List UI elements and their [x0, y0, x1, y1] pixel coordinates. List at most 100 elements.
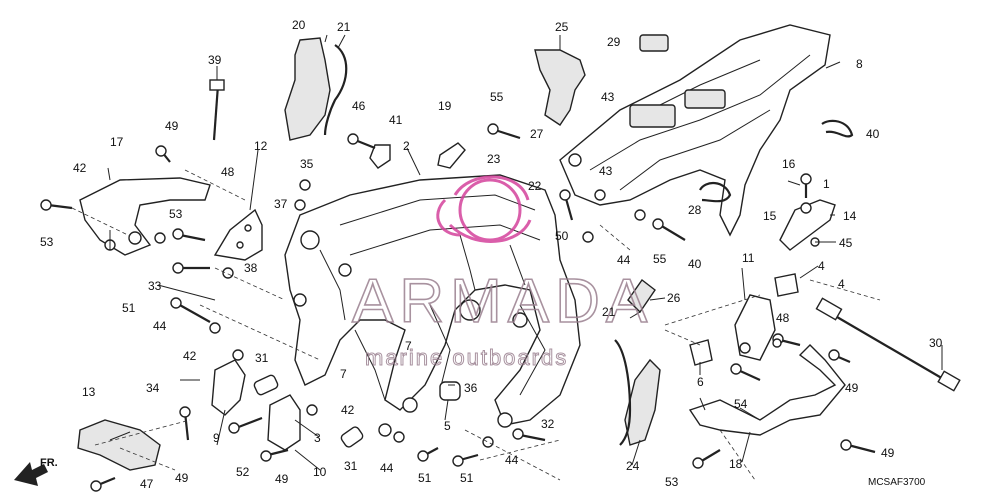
diagram-code: MCSAF3700 [868, 477, 926, 488]
strip-21-lower [614, 339, 632, 446]
spacer-4 [774, 273, 799, 297]
callout-7a: 7 [340, 367, 347, 381]
callout-51a: 51 [122, 301, 136, 315]
callout-11: 11 [742, 251, 755, 265]
callout-24: 24 [626, 459, 640, 473]
callout-8: 8 [856, 57, 863, 71]
callout-55a: 55 [490, 90, 504, 104]
rod-30 [815, 297, 961, 392]
callout-54: 54 [734, 397, 748, 411]
callout-53c: 53 [665, 475, 679, 489]
callout-6: 6 [697, 375, 704, 389]
callout-10: 10 [313, 465, 327, 479]
bracket-12 [213, 208, 263, 261]
part-26 [627, 278, 656, 314]
callout-42c: 42 [341, 403, 355, 417]
watermark: ARMADA marine outboards [351, 175, 653, 371]
callout-4a: 4 [818, 259, 825, 273]
front-direction-arrow [14, 462, 48, 486]
spacer-6 [689, 339, 713, 366]
callout-43b: 43 [599, 164, 613, 178]
callout-32: 32 [541, 417, 555, 431]
bracket-9 [211, 359, 246, 416]
spacer-5 [439, 381, 461, 401]
callout-2: 2 [403, 139, 410, 153]
callout-14: 14 [843, 209, 857, 223]
bushing-31-lower [340, 426, 364, 448]
callout-15: 15 [763, 209, 777, 223]
callout-42b: 42 [183, 349, 197, 363]
callout-18: 18 [729, 457, 743, 471]
main-frame-body [284, 174, 581, 437]
callout-53a: 53 [40, 235, 54, 249]
callout-22: 22 [528, 179, 542, 193]
bracket-19 [437, 142, 466, 169]
clamp-40-mid [699, 182, 732, 203]
callout-labels: 1 2 3 4 4 5 6 7 7 8 9 10 11 12 13 14 15 … [40, 18, 943, 491]
callout-29: 29 [607, 35, 621, 49]
callout-40a: 40 [866, 127, 880, 141]
callout-25: 25 [555, 20, 569, 34]
callout-21a: 21 [337, 20, 351, 34]
callout-53b: 53 [169, 207, 183, 221]
callout-49c: 49 [275, 472, 289, 486]
watermark-tagline: marine outboards [365, 345, 568, 370]
callout-12: 12 [254, 139, 268, 153]
callout-51b: 51 [418, 471, 432, 485]
callout-44a: 44 [153, 319, 167, 333]
callout-35: 35 [300, 157, 314, 171]
callout-52: 52 [236, 465, 250, 479]
callout-44d: 44 [617, 253, 631, 267]
callout-49d: 49 [845, 381, 859, 395]
clip-41 [369, 144, 391, 169]
callout-4b: 4 [838, 277, 845, 291]
callout-26: 26 [667, 291, 681, 305]
callout-49a: 49 [165, 119, 179, 133]
rod-39 [212, 84, 220, 141]
bracket-24 [624, 358, 661, 446]
watermark-brand: ARMADA [352, 267, 653, 336]
callout-46: 46 [352, 99, 366, 113]
callout-9: 9 [213, 431, 220, 445]
callout-48b: 48 [776, 311, 790, 325]
callout-28: 28 [688, 203, 702, 217]
callout-43a: 43 [601, 90, 615, 104]
plate-20 [284, 37, 331, 141]
rod-39-head [209, 79, 225, 91]
left-engine-hanger [79, 177, 211, 256]
callout-36: 36 [464, 381, 478, 395]
callout-23: 23 [487, 152, 501, 166]
callout-16: 16 [782, 157, 796, 171]
sub-frame-rear [559, 24, 831, 237]
bracket-18 [688, 344, 846, 436]
callout-33: 33 [148, 279, 162, 293]
callout-50: 50 [555, 229, 569, 243]
nuts-washers [209, 179, 820, 448]
callout-44b: 44 [380, 461, 394, 475]
callout-13: 13 [82, 385, 96, 399]
callout-47: 47 [140, 477, 154, 491]
callout-41: 41 [389, 113, 403, 127]
watermark-logo [436, 175, 532, 243]
callout-21b: 21 [602, 305, 616, 319]
part-29 [639, 34, 669, 52]
callout-3: 3 [314, 431, 321, 445]
callout-49b: 49 [175, 471, 189, 485]
callout-44c: 44 [505, 453, 519, 467]
plate-25 [534, 49, 586, 126]
bolts [40, 123, 876, 492]
callout-1: 1 [823, 177, 830, 191]
leader-lines [107, 34, 943, 471]
bracket-13 [77, 419, 161, 471]
bracket-10 [267, 394, 301, 451]
callout-31b: 31 [344, 459, 358, 473]
callout-31a: 31 [255, 351, 269, 365]
callout-51c: 51 [460, 471, 474, 485]
callout-7b: 7 [405, 339, 412, 353]
callout-55b: 55 [653, 252, 667, 266]
callout-48a: 48 [221, 165, 235, 179]
callout-49e: 49 [881, 446, 895, 460]
dashed-assembly-lines [71, 169, 881, 481]
front-direction-label: FR. [40, 457, 58, 469]
bushing-31-upper [253, 374, 279, 396]
